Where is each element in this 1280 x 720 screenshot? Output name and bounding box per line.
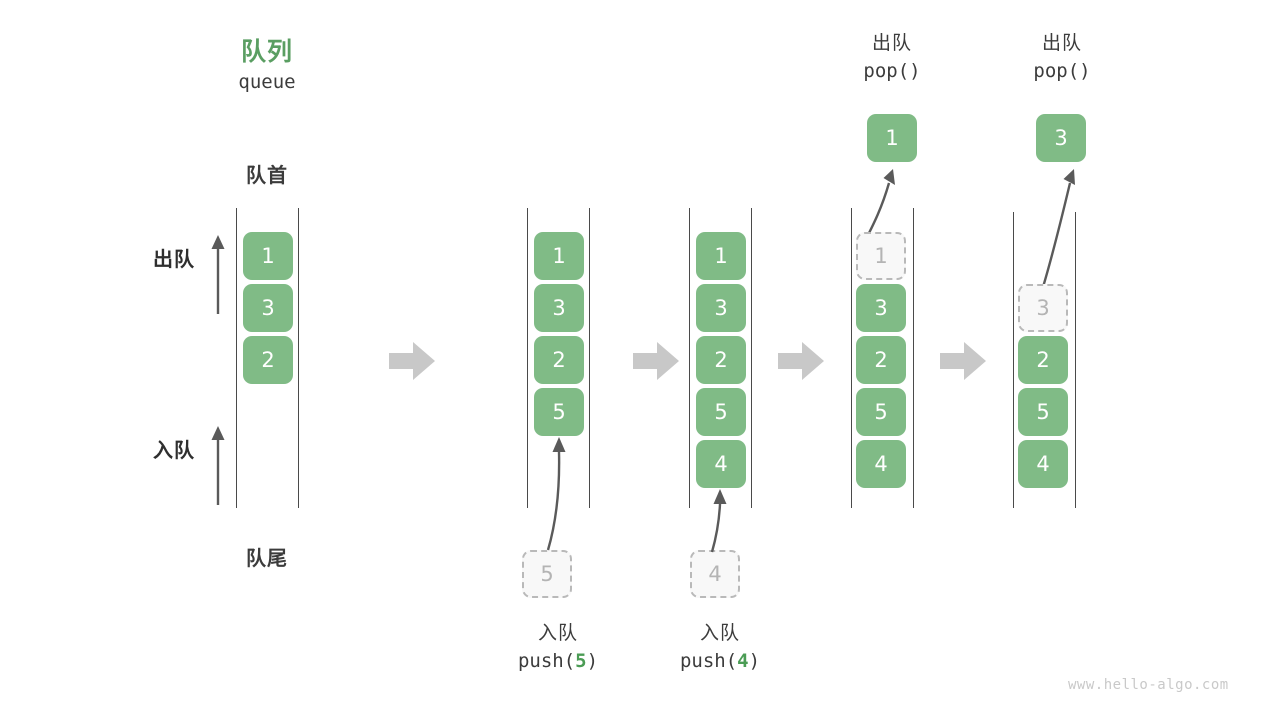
dequeue-direction-label: 出队: [153, 247, 195, 271]
queue-cell: 5: [696, 388, 746, 436]
queue-cell: 3: [856, 284, 906, 332]
incoming-element-ghost: 4: [690, 550, 740, 598]
step-separator-arrow-icon: [778, 342, 824, 380]
popped-element: 1: [867, 114, 917, 162]
push-4-caption-cn: 入队: [699, 622, 740, 644]
queue-cell: 3: [243, 284, 293, 332]
queue-cell-removed-ghost: 3: [1018, 284, 1068, 332]
pop-first-caption-cn: 出队: [871, 32, 912, 54]
queue-cell: 5: [856, 388, 906, 436]
queue-cell: 1: [243, 232, 293, 280]
queue-rear-label: 队尾: [246, 546, 288, 570]
push-4-code-suffix: ): [748, 649, 761, 672]
step-separator-arrow-icon: [940, 342, 986, 380]
queue-rail-left: [851, 208, 853, 508]
push-5-caption: 入队 push(5): [478, 620, 638, 675]
push-4-code-value: 4: [737, 649, 749, 672]
push-arrow-icon: [546, 437, 566, 551]
queue-cell: 2: [696, 336, 746, 384]
push-5-caption-code: push(5): [478, 648, 638, 676]
page-title-en: queue: [238, 71, 296, 93]
queue-rail-right: [1075, 212, 1077, 508]
queue-cell: 2: [856, 336, 906, 384]
queue-cell: 3: [696, 284, 746, 332]
site-watermark: www.hello-algo.com: [1068, 677, 1229, 693]
push-4-caption: 入队 push(4): [640, 620, 800, 675]
queue-rail-right: [589, 208, 591, 508]
step-separator-arrow-icon: [389, 342, 435, 380]
queue-rail-left: [689, 208, 691, 508]
queue-cell: 4: [856, 440, 906, 488]
pop-first-caption: 出队 pop(): [812, 30, 972, 85]
queue-cell: 2: [534, 336, 584, 384]
queue-rail-right: [913, 208, 915, 508]
pop-second-caption-cn: 出队: [1041, 32, 1082, 54]
pop-arrow-icon: [1038, 169, 1075, 298]
queue-cell-new: 4: [696, 440, 746, 488]
incoming-element-ghost: 5: [522, 550, 572, 598]
queue-cell-removed-ghost: 1: [856, 232, 906, 280]
push-4-caption-code: push(4): [640, 648, 800, 676]
queue-rail-left: [1013, 212, 1015, 508]
push-5-code-prefix: push(: [517, 649, 576, 672]
pop-first-caption-code: pop(): [863, 59, 921, 82]
pop-second-caption-code: pop(): [1033, 59, 1091, 82]
queue-cell: 4: [1018, 440, 1068, 488]
queue-rail-left: [236, 208, 238, 508]
queue-cell-new: 5: [534, 388, 584, 436]
push-5-code-suffix: ): [586, 649, 599, 672]
enqueue-direction-arrow-icon: [211, 426, 225, 505]
queue-cell: 1: [696, 232, 746, 280]
page-title-cn: 队列: [240, 37, 293, 66]
step-separator-arrow-icon: [633, 342, 679, 380]
popped-element: 3: [1036, 114, 1086, 162]
queue-rail-left: [527, 208, 529, 508]
dequeue-direction-arrow-icon: [211, 235, 225, 314]
enqueue-direction-label: 入队: [153, 438, 195, 462]
queue-rail-right: [751, 208, 753, 508]
queue-cell: 2: [243, 336, 293, 384]
push-arrow-icon: [710, 489, 727, 553]
queue-cell: 5: [1018, 388, 1068, 436]
push-4-code-prefix: push(: [679, 649, 738, 672]
queue-cell: 3: [534, 284, 584, 332]
queue-rail-right: [298, 208, 300, 508]
push-5-caption-cn: 入队: [537, 622, 578, 644]
queue-cell: 1: [534, 232, 584, 280]
queue-front-label: 队首: [246, 163, 288, 187]
push-5-code-value: 5: [575, 649, 587, 672]
queue-cell: 2: [1018, 336, 1068, 384]
pop-second-caption: 出队 pop(): [982, 30, 1142, 85]
